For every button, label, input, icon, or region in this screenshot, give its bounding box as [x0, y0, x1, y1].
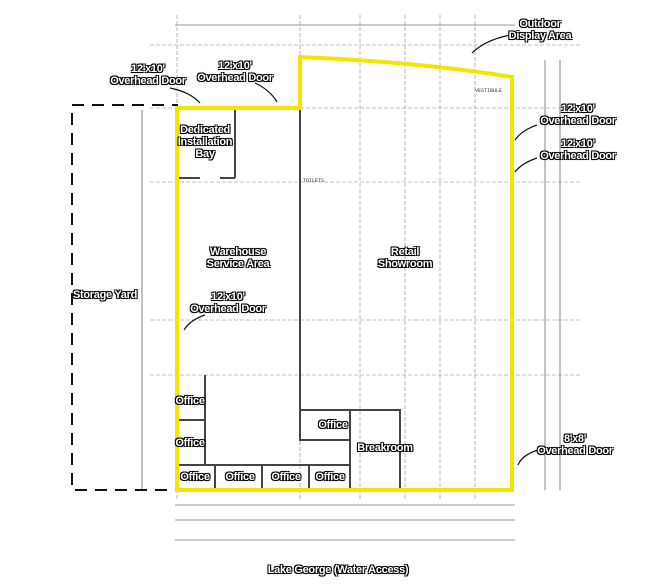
door-size: 12'x10': [218, 60, 252, 72]
office-label: Office: [175, 395, 205, 407]
vestibule-label: VESTIBULE: [475, 88, 503, 94]
door-size: 12'x10': [561, 138, 595, 150]
door-size: 12'x10': [211, 291, 245, 303]
door-type: Overhead Door: [190, 303, 266, 315]
dimension-lines: [141, 24, 561, 541]
label-line: Service Area: [206, 258, 270, 270]
office-label: Office: [318, 419, 348, 431]
office-label: Office: [271, 471, 301, 483]
door-size: 12'x10': [561, 103, 595, 115]
callout-arrows: [169, 34, 539, 466]
overhead-door-label: 12'x10'Overhead Door: [197, 60, 273, 84]
door-type: Overhead Door: [540, 150, 616, 162]
label-line: Bay: [195, 148, 215, 160]
overhead-door-label: 12'x10'Overhead Door: [540, 138, 616, 162]
overhead-door-label: 12'x10'Overhead Door: [540, 103, 616, 127]
overhead-door-label: 12'x10'Overhead Door: [110, 63, 186, 87]
door-type: Overhead Door: [540, 115, 616, 127]
door-type: Overhead Door: [537, 445, 613, 457]
office-label: Office: [175, 437, 205, 449]
label-line: Installation: [177, 136, 233, 148]
toilets-label: TOILETS: [303, 178, 325, 184]
label-line: Dedicated: [180, 124, 230, 136]
office-label: Office: [315, 471, 345, 483]
label-line: Outdoor: [519, 18, 561, 30]
label-line: Warehouse: [209, 246, 267, 258]
overhead-door-label: 8'x8'Overhead Door: [537, 433, 613, 457]
breakroom-label: Breakroom: [357, 442, 413, 454]
door-size: 8'x8': [563, 433, 587, 445]
label-line: Retail: [390, 246, 420, 258]
overhead-door-label: 12'x10'Overhead Door: [190, 291, 266, 315]
door-type: Overhead Door: [197, 72, 273, 84]
office-label: Office: [180, 471, 210, 483]
door-type: Overhead Door: [110, 75, 186, 87]
storage-yard-boundary: [71, 104, 178, 491]
lake-label: Lake George (Water Access): [267, 564, 409, 576]
label-line: Display Area: [508, 30, 572, 42]
storage-yard-label: Storage Yard: [72, 289, 138, 301]
building-outline: [175, 54, 514, 492]
label-line: Showroom: [377, 258, 433, 270]
door-size: 12'x10': [131, 63, 165, 75]
office-label: Office: [225, 471, 255, 483]
